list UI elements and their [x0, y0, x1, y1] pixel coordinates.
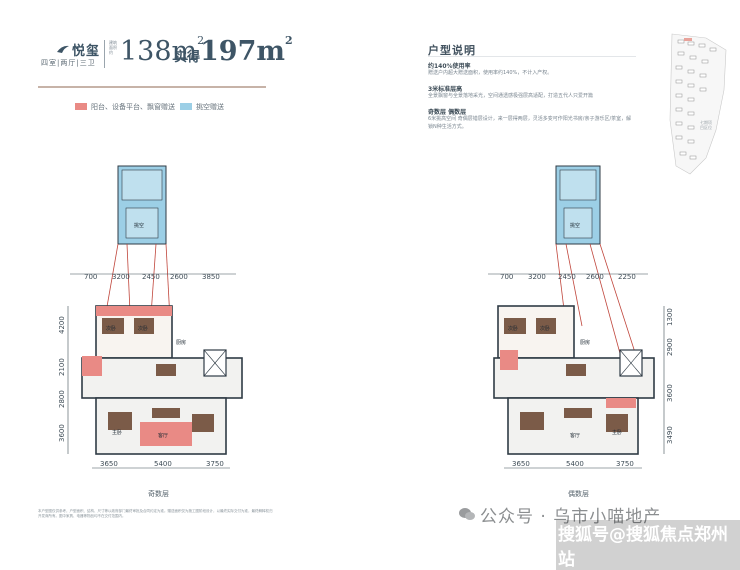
dim-right: 3490: [666, 426, 674, 444]
dim-left: 2800: [58, 390, 66, 408]
dim-top: 3200: [112, 273, 130, 281]
note-heading: 3米标准层高: [428, 86, 463, 93]
note-heading: 约140%使用率: [428, 63, 471, 70]
room-label: 厨房: [176, 339, 186, 346]
dim-left: 4200: [58, 316, 66, 334]
actual-label: 实得: [174, 50, 201, 65]
dim-top: 700: [84, 273, 97, 281]
build-area-unit: m: [171, 36, 198, 67]
dim-right: 2900: [666, 338, 674, 356]
brand-logo-icon: [57, 45, 69, 53]
room-label: 次卧: [138, 325, 148, 332]
dim-bottom: 3650: [100, 460, 118, 468]
room-label: 次卧: [106, 325, 116, 332]
dim-left: 2100: [58, 358, 66, 376]
floor-plan-odd: 挑空 700 3200 2450 2600 3850 次卧 次卧 厨房 客厅 主…: [58, 165, 243, 469]
dim-bottom: 5400: [566, 460, 584, 468]
actual-area-unit: m: [256, 36, 285, 67]
note-body: 全景飘窗与全景落地采光，空间通透感极强层高适配，打造五代人只爱开篇: [428, 93, 594, 99]
watermark-sohu: 搜狐号@搜狐焦点郑州站: [556, 520, 740, 570]
dim-bottom: 3650: [512, 460, 530, 468]
build-area: 138m2: [120, 34, 205, 67]
room-label: 客厅: [570, 432, 580, 439]
header-divider: [104, 40, 105, 68]
room-label: 次卧: [508, 325, 518, 332]
dim-top: 2600: [586, 273, 604, 281]
note-body: 6米挑高空间 奇偶层错层设计，来一层得两层，灵活多变可作阳光书房/亲子游乐区/茶…: [428, 116, 632, 130]
note-body: 赠送户内超大赠送面积，使用率约140%，不计入产权。: [428, 70, 553, 76]
room-label: 次卧: [540, 325, 550, 332]
dim-top: 700: [500, 273, 513, 281]
legend-void-swatch: [180, 103, 192, 110]
legend-gift-label: 阳台、设备平台、飘窗赠送: [91, 103, 175, 111]
actual-area-unit-sup: 2: [284, 34, 293, 47]
site-map-label: 七期项目区位: [700, 120, 712, 130]
wechat-icon: [459, 508, 475, 520]
legend-gift-swatch: [75, 103, 87, 110]
dim-bottom: 3750: [616, 460, 634, 468]
floor-label-odd: 奇数层: [148, 490, 169, 498]
disclaimer-footnote: 本户型图仅供参考，户型面积、结构、尺寸等以政府部门最终审批及合同约定为准。赠送面…: [38, 509, 273, 518]
area-caption: 建筑面积约: [109, 40, 117, 55]
dim-bottom: 5400: [154, 460, 172, 468]
floor-plan-even: 挑空 700 3200 2450 2600 2250 次卧 次卧 厨房 客厅 主…: [488, 165, 674, 469]
room-label-void: 挑空: [134, 222, 144, 229]
legend-void-label: 挑空赠送: [196, 103, 224, 111]
dim-top: 2600: [170, 273, 188, 281]
note-heading: 奇数层 偶数层: [428, 109, 467, 116]
dim-top: 3200: [528, 273, 546, 281]
notes-title: 户型说明: [428, 44, 476, 57]
site-plan-map: [669, 33, 727, 175]
dim-right: 1300: [666, 308, 674, 326]
room-label: 主卧: [612, 429, 622, 436]
dim-top: 2450: [142, 273, 160, 281]
notes-divider: [428, 56, 636, 57]
room-config: 四室|两厅|三卫: [41, 59, 96, 67]
room-label: 厨房: [580, 339, 590, 346]
dim-bottom: 3750: [206, 460, 224, 468]
floor-label-even: 偶数层: [568, 490, 589, 498]
room-label: 主卧: [112, 429, 122, 436]
dim-top: 2450: [558, 273, 576, 281]
room-label-void: 挑空: [570, 222, 580, 229]
room-label: 客厅: [158, 432, 168, 439]
watermark-wechat: 公众号 · 乌市小喵地产: [480, 507, 662, 527]
actual-area-value: 197: [200, 36, 257, 67]
actual-area: 197m2: [200, 34, 293, 67]
dim-right: 3600: [666, 384, 674, 402]
build-area-unit-sup: 2: [197, 34, 205, 47]
brand-name: 悦玺: [72, 44, 101, 59]
build-area-value: 138: [120, 36, 172, 67]
header-rule: [38, 86, 266, 88]
dim-top: 3850: [202, 273, 220, 281]
dim-left: 3600: [58, 424, 66, 442]
dim-top: 2250: [618, 273, 636, 281]
